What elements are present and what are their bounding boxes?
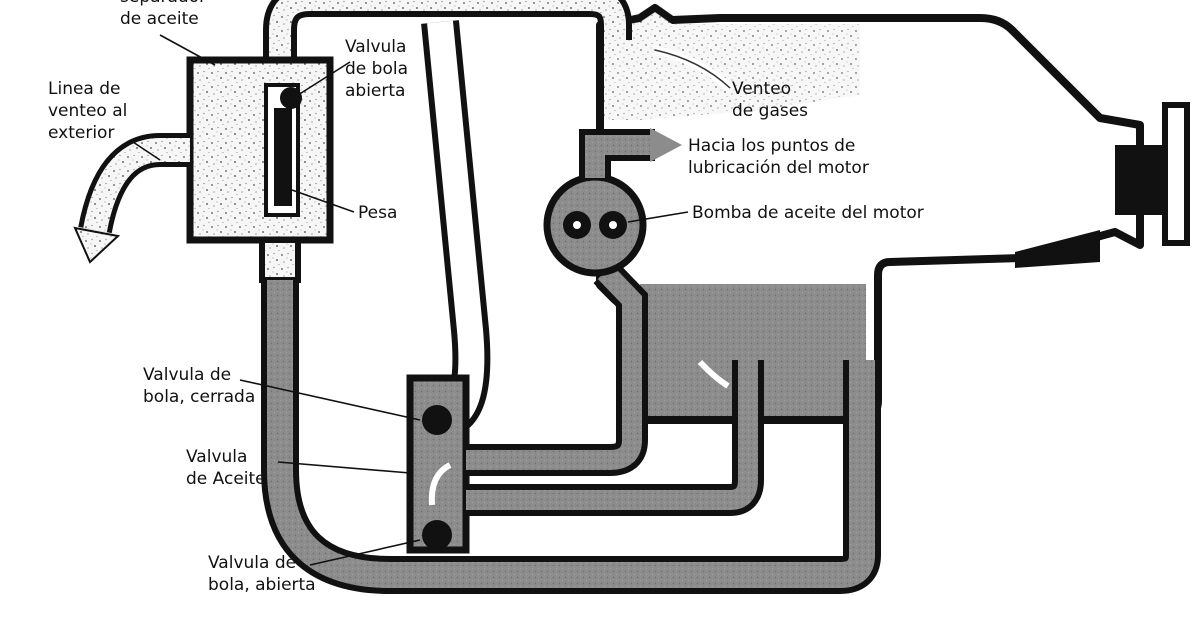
- gas-vent-arrow-outline: [654, 49, 731, 89]
- ball-valve-top-open: [280, 87, 302, 109]
- label-ball-valve-open-bottom-1: Valvula de: [208, 553, 297, 573]
- label-lube-points-2: lubricación del motor: [688, 158, 869, 178]
- label-ball-valve-closed-2: bola, cerrada: [143, 387, 256, 407]
- vent-tube-top-inner: [269, 0, 626, 60]
- label-vent-line-2: venteo al: [48, 101, 128, 121]
- flange-plate: [1162, 102, 1190, 246]
- pump-feed-line-inner: [466, 265, 642, 470]
- oil-separator-housing: [186, 56, 334, 244]
- ball-valve-bottom-open: [422, 520, 452, 550]
- label-separator-1: separador: [120, 0, 206, 8]
- lube-delivery-arrow: [650, 128, 682, 162]
- leader-weight: [291, 189, 355, 213]
- crankcase-gas-region: [604, 12, 860, 120]
- oil-valve-flow-arrow: [428, 462, 452, 506]
- ball-valve-closed: [422, 405, 452, 435]
- oil-pump-body: [543, 173, 647, 277]
- exterior-vent-arrow: [73, 226, 121, 264]
- label-oil-valve-1: Valvula: [186, 447, 248, 467]
- label-gas-vent-1: Venteo: [732, 79, 792, 99]
- leader-lines: [129, 34, 689, 566]
- lube-delivery-line-inner: [585, 135, 655, 178]
- leader-ball-valve-top: [297, 61, 351, 96]
- leader-ball-valve-bottom: [309, 539, 421, 566]
- crankcase-skirt: [1015, 230, 1100, 268]
- label-vent-line-1: Linea de: [48, 79, 121, 99]
- label-ball-valve-open-top-3: abierta: [345, 81, 406, 101]
- label-ball-valve-closed-1: Valvula de: [143, 365, 232, 385]
- leader-oil-valve: [277, 461, 411, 474]
- leader-oil-pump: [627, 211, 689, 223]
- sump-intake-arrow: [697, 359, 730, 389]
- label-vent-line-3: exterior: [48, 123, 115, 143]
- leader-vent-exterior: [129, 139, 161, 161]
- oil-return-tube-inner: [267, 280, 875, 588]
- leader-separator: [159, 34, 216, 66]
- label-ball-valve-open-bottom-2: bola, abierta: [208, 575, 316, 595]
- label-gas-vent-2: de gases: [732, 101, 809, 121]
- label-lube-points-1: Hacia los puntos de: [688, 136, 856, 156]
- pickup-line-inner: [466, 360, 758, 510]
- pump-gear-left: [563, 211, 591, 239]
- exterior-vent-line-inner: [83, 138, 190, 233]
- pump-gear-right: [599, 211, 627, 239]
- separator-neck: [259, 237, 301, 283]
- label-ball-valve-open-top-2: de bola: [345, 59, 408, 79]
- pump-feed-line: [466, 260, 648, 476]
- weight-pesa: [274, 108, 292, 206]
- label-weight: Pesa: [358, 203, 398, 223]
- label-ball-valve-open-top-1: Valvula: [345, 37, 407, 57]
- label-oil-pump: Bomba de aceite del motor: [692, 203, 924, 223]
- label-separator-2: de aceite: [120, 9, 199, 29]
- crankshaft-flange: [1115, 145, 1165, 215]
- leader-ball-valve-closed: [239, 379, 421, 421]
- label-oil-valve-2: de Aceite: [186, 469, 266, 489]
